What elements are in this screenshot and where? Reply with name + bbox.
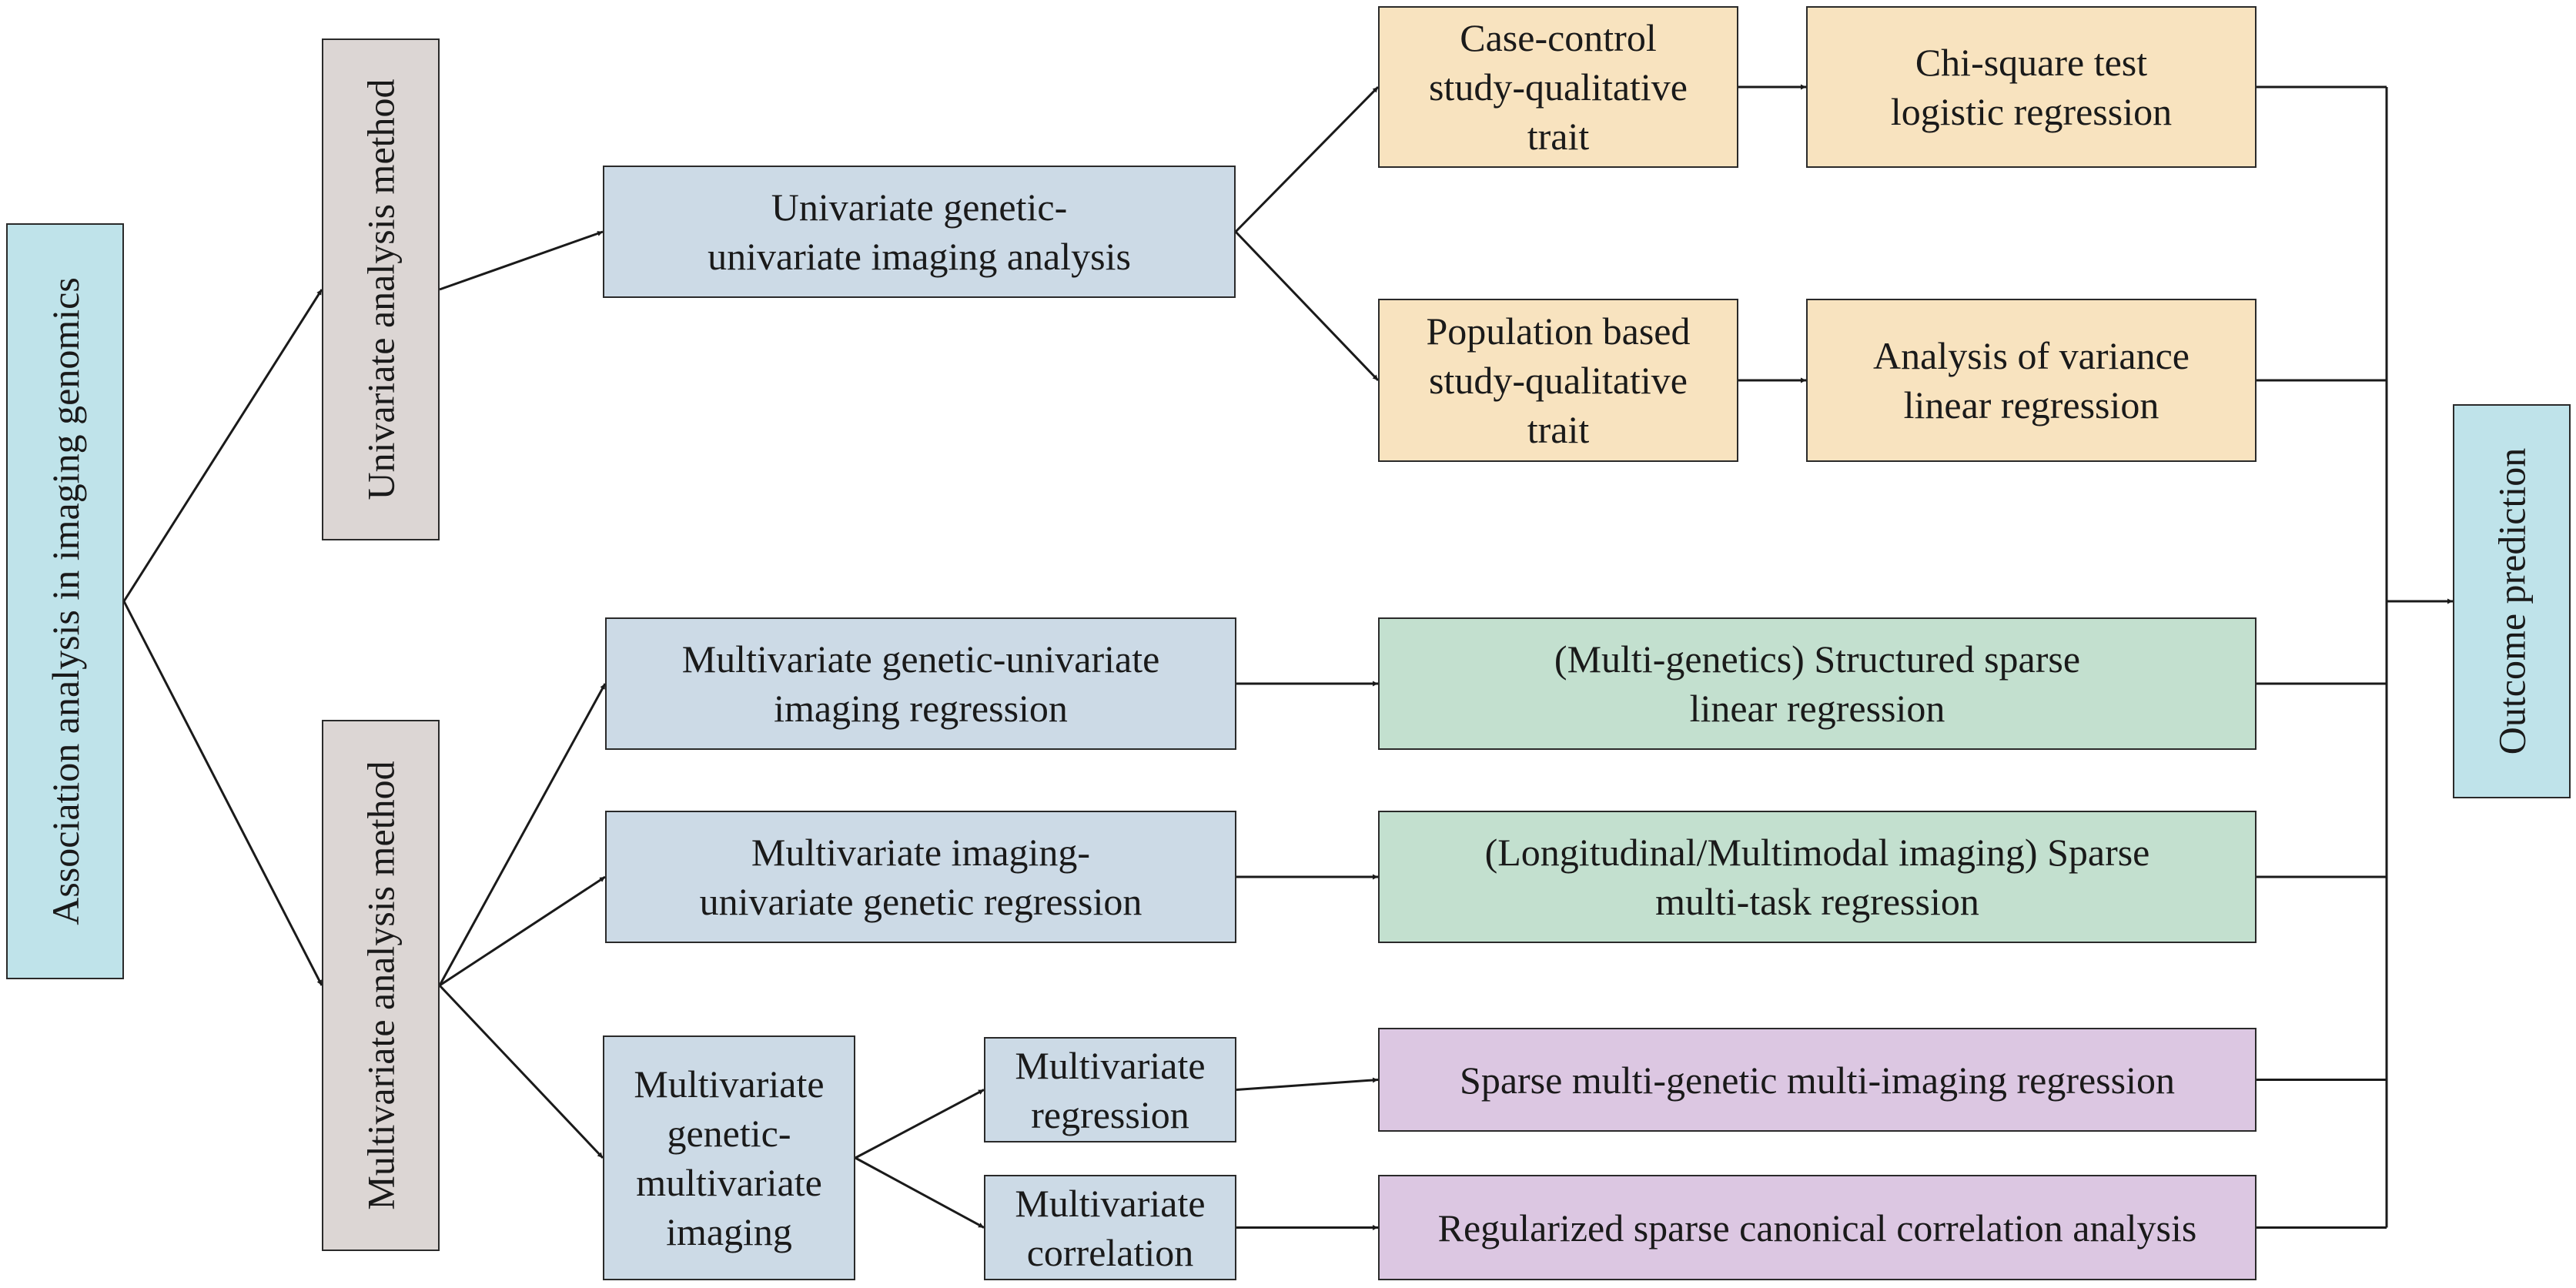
uni-gen-uni-img-label-line: Univariate genetic- [771,186,1068,229]
multi-gen-multi-img-label-line: multivariate [636,1161,822,1204]
sparse-multitask-label-line: multi-task regression [1655,880,1979,923]
arrow-root-to-univariate-method [122,289,323,602]
chi-square-label-line: logistic regression [1890,90,2173,133]
multi-correlation-label-line: correlation [1026,1230,1194,1274]
case-control-label-line: Case-control [1460,16,1657,59]
population-based-label-line: study-qualitative [1428,359,1688,402]
population-based-node: Population based study-qualitative trait [1378,299,1738,462]
arrow-multi-regression-to-sparse-mgmi [1236,1077,1379,1091]
structured-sparse-label-line: linear regression [1689,687,1945,730]
multi-gen-multi-img-label-line: imaging [666,1210,792,1253]
population-based-label-line: trait [1527,408,1590,451]
arrow-multi-gen-multi-img-to-multi-correlation [855,1156,985,1229]
root-label-line: Association analysis in imaging genomics [43,277,87,925]
arrow-multivariate-method-to-multi-gen-uni-img [438,683,607,986]
sparse-multitask-regression-node: (Longitudinal/Multimodal imaging) Sparse… [1378,811,2257,943]
root-node: Association analysis in imaging genomics [6,223,124,979]
multi-gen-uni-img-label-line: Multivariate genetic-univariate [681,637,1160,681]
sparse-mgmi-label-line: Sparse multi-genetic multi-imaging regre… [1460,1058,2175,1102]
multi-img-uni-gen-label-line: univariate genetic regression [699,880,1142,923]
sparse-multi-genetic-multi-imaging-node: Sparse multi-genetic multi-imaging regre… [1378,1028,2257,1132]
univariate-method-label-line: Univariate analysis method [359,79,403,500]
anova-label-line: Analysis of variance [1873,334,2190,377]
multivariate-genetic-multivariate-imaging-node: Multivariate genetic-multivariate imaging [603,1035,855,1280]
multi-gen-multi-img-label-line: genetic- [667,1112,791,1155]
multivariate-method-node: Multivariate analysis method [322,720,440,1251]
case-control-label-line: study-qualitative [1428,65,1688,109]
arrow-root-to-multivariate-method [122,601,323,986]
multi-img-uni-gen-label-line: Multivariate imaging- [751,831,1091,874]
multi-regression-label-line: Multivariate [1015,1043,1206,1087]
case-control-node: Case-control study-qualitative trait [1378,6,1738,168]
multi-gen-uni-img-label-line: imaging regression [774,687,1068,730]
uni-gen-uni-img-label-line: univariate imaging analysis [708,235,1131,278]
arrow-multi-gen-multi-img-to-multi-regression [855,1089,985,1159]
multi-gen-multi-img-label-line: Multivariate [634,1062,825,1106]
multivariate-imaging-univariate-genetic-node: Multivariate imaging-univariate genetic … [605,811,1236,943]
univariate-genetic-univariate-imaging-node: Univariate genetic-univariate imaging an… [603,166,1236,298]
arrow-multivariate-method-to-multi-img-uni-gen [439,875,606,987]
population-based-label-line: Population based [1426,309,1691,353]
anova-node: Analysis of variance linear regression [1806,299,2257,462]
multivariate-correlation-node: Multivariate correlation [984,1175,1236,1280]
multi-regression-label-line: regression [1031,1092,1189,1136]
structured-sparse-regression-node: (Multi-genetics) Structured sparse linear… [1378,617,2257,750]
arrow-multivariate-method-to-multi-gen-multi-img [438,984,604,1159]
multivariate-method-label-line: Multivariate analysis method [359,761,403,1210]
chi-square-node: Chi-square test logistic regression [1806,6,2257,168]
multivariate-genetic-univariate-imaging-node: Multivariate genetic-univariate imaging r… [605,617,1236,750]
multivariate-regression-node: Multivariate regression [984,1037,1236,1142]
rscca-label-line: Regularized sparse canonical correlation… [1437,1206,2197,1250]
outcome-label-line: Outcome prediction [2490,447,2534,755]
arrow-univariate-method-to-uni-gen-uni-img [439,230,604,291]
arrow-uni-gen-uni-img-to-population-based [1234,230,1380,382]
sparse-multitask-label-line: (Longitudinal/Multimodal imaging) Sparse [1484,831,2150,874]
structured-sparse-label-line: (Multi-genetics) Structured sparse [1554,637,2081,681]
arrow-uni-gen-uni-img-to-case-control [1234,85,1380,233]
case-control-label-line: trait [1527,115,1590,158]
univariate-method-node: Univariate analysis method [322,38,440,540]
multi-correlation-label-line: Multivariate [1015,1181,1206,1225]
rscca-node: Regularized sparse canonical correlation… [1378,1175,2257,1280]
chi-square-label-line: Chi-square test [1915,41,2148,84]
anova-label-line: linear regression [1903,383,2159,427]
outcome-prediction-node: Outcome prediction [2453,404,2571,798]
